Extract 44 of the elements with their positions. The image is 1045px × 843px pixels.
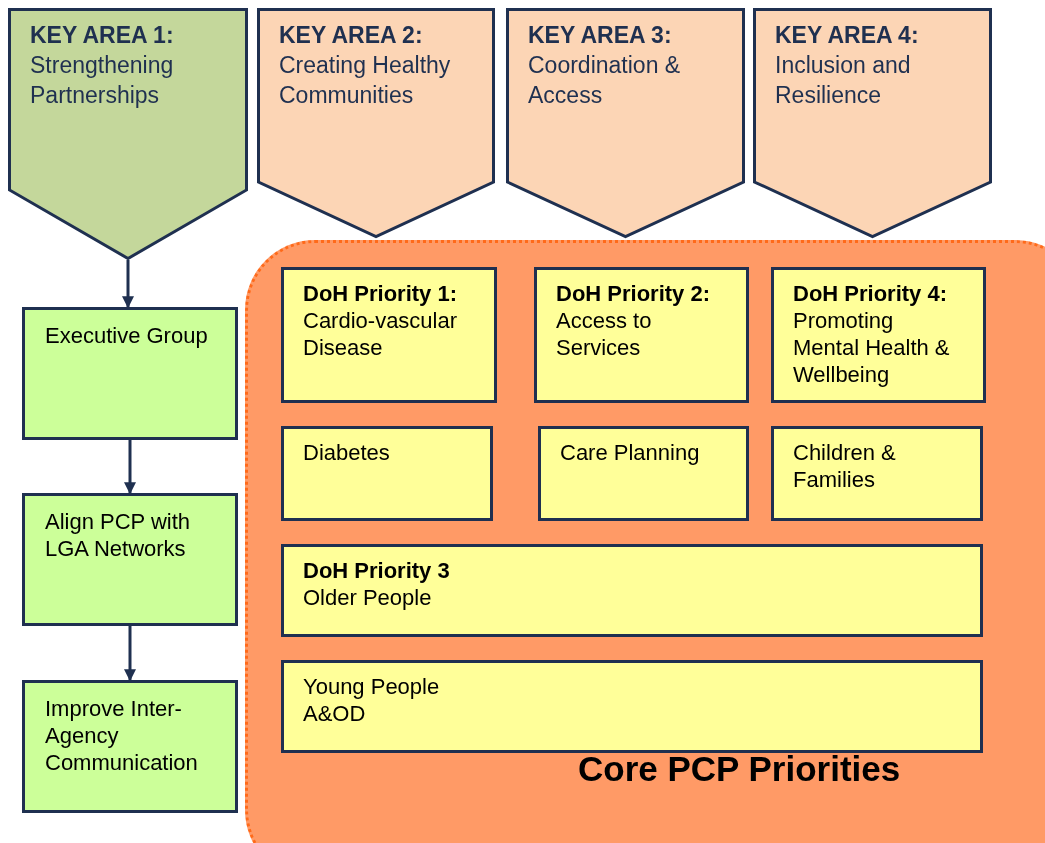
priority-box bbox=[534, 267, 749, 403]
body-text: Strengthening Partnerships bbox=[30, 51, 175, 110]
heading-text: KEY AREA 2: bbox=[279, 21, 424, 50]
body-text: Improve Inter-Agency Communication bbox=[45, 695, 199, 776]
priority-box bbox=[281, 267, 497, 403]
chevron-shape bbox=[753, 8, 992, 238]
priority-box bbox=[538, 426, 749, 521]
body-text: Care Planning bbox=[560, 439, 701, 466]
priority-box bbox=[281, 544, 983, 637]
body-text: A&OD bbox=[303, 700, 367, 727]
body-text: Older People bbox=[303, 584, 433, 611]
heading-text: KEY AREA 4: bbox=[775, 21, 920, 50]
chevron-shape bbox=[506, 8, 745, 238]
body-text: Executive Group bbox=[45, 322, 209, 349]
body-text: Align PCP with LGA Networks bbox=[45, 508, 192, 562]
body-text: Cardio-vascular Disease bbox=[303, 307, 459, 361]
heading-text: KEY AREA 1: bbox=[30, 21, 175, 50]
process-box bbox=[22, 493, 238, 626]
chevron-shape bbox=[8, 8, 248, 260]
priority-box bbox=[771, 426, 983, 521]
body-text: Coordination & Access bbox=[528, 51, 682, 110]
body-text: Creating Healthy Communities bbox=[279, 51, 452, 110]
priority-box bbox=[771, 267, 986, 403]
priority-box bbox=[281, 426, 493, 521]
area-title: Core PCP Priorities bbox=[578, 749, 901, 789]
process-box bbox=[22, 680, 238, 813]
heading-text: DoH Priority 3 bbox=[303, 557, 451, 584]
body-text: Promoting Mental Health & Wellbeing bbox=[793, 307, 951, 388]
arrow bbox=[122, 260, 134, 309]
process-box bbox=[22, 307, 238, 440]
heading-text: KEY AREA 3: bbox=[528, 21, 673, 50]
arrow bbox=[124, 626, 136, 682]
body-text: Diabetes bbox=[303, 439, 391, 466]
heading-text: DoH Priority 1: bbox=[303, 280, 459, 307]
chevron-shape bbox=[257, 8, 495, 238]
priority-box bbox=[281, 660, 983, 753]
priority-area bbox=[245, 240, 1045, 843]
body-text: Access to Services bbox=[556, 307, 653, 361]
heading-text: DoH Priority 4: bbox=[793, 280, 949, 307]
body-text: Children & Families bbox=[793, 439, 897, 493]
body-text: Young People bbox=[303, 673, 441, 700]
heading-text: DoH Priority 2: bbox=[556, 280, 712, 307]
arrow bbox=[124, 440, 136, 495]
body-text: Inclusion and Resilience bbox=[775, 51, 912, 110]
